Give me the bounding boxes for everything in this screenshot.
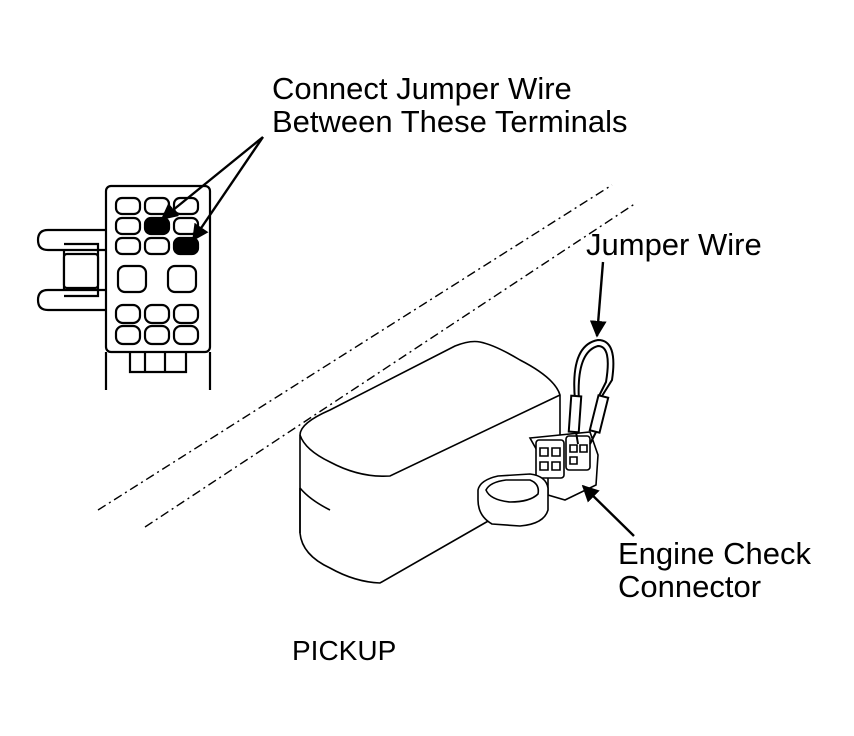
terminal-highlight-1 <box>143 216 171 236</box>
relay-box <box>299 340 561 584</box>
connector-lock-tab <box>62 252 100 290</box>
vehicle-model-label: PICKUP <box>292 635 397 666</box>
terminal-connector <box>36 184 212 390</box>
jumper-wire-label: Jumper Wire <box>586 227 762 262</box>
jumper-wire <box>567 338 615 445</box>
connector-latch-top <box>36 228 106 252</box>
engine-check-line-2: Connector <box>618 569 762 604</box>
body-panel-lines <box>97 184 637 528</box>
engine-check-connector-label: Engine Check Connector <box>618 537 811 603</box>
engine-check-line-1: Engine Check <box>618 536 812 571</box>
connect-jumper-label: Connect Jumper Wire Between These Termin… <box>272 72 628 138</box>
connect-jumper-line-1: Connect Jumper Wire <box>272 71 572 106</box>
label-pointer-arrows <box>581 261 635 537</box>
terminal-pointer-arrows <box>160 136 264 242</box>
terminal-highlight-2 <box>172 236 200 256</box>
connect-jumper-line-2: Between These Terminals <box>272 104 628 139</box>
engine-check-connector <box>477 431 599 527</box>
connector-latch-bottom <box>36 288 106 312</box>
